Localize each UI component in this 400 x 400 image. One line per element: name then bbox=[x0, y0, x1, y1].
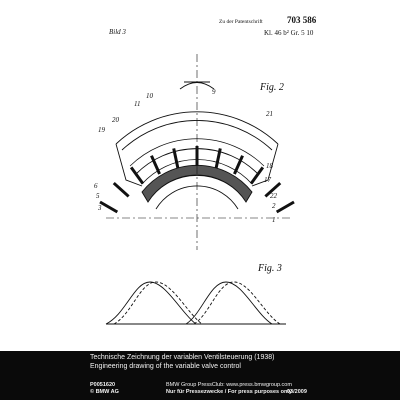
roller bbox=[249, 166, 265, 185]
fig3-label: Fig. 3 bbox=[257, 263, 282, 274]
callout-number: 1 bbox=[272, 216, 276, 224]
roller bbox=[233, 155, 244, 175]
fig2-rollers bbox=[99, 146, 295, 214]
callout-number: 18 bbox=[266, 162, 274, 170]
callout-number: 20 bbox=[112, 116, 120, 124]
callout-number: 6 bbox=[94, 182, 98, 190]
press-only-notice: Nur für Pressezwecke / For press purpose… bbox=[166, 389, 292, 395]
patent-label: Zu der Patentschrift bbox=[219, 19, 263, 25]
roller bbox=[172, 148, 180, 169]
callout-number: 19 bbox=[98, 126, 106, 134]
fig3-drawing bbox=[105, 281, 286, 325]
callout-number: 3 bbox=[97, 204, 102, 212]
callout-number: 9 bbox=[212, 88, 216, 96]
publication-date: 03/2009 bbox=[287, 389, 307, 395]
photo-id: P0051620 bbox=[90, 382, 116, 388]
copyright: © BMW AG bbox=[90, 389, 119, 395]
roller bbox=[275, 200, 295, 214]
roller bbox=[214, 148, 222, 169]
press-caption-bar: Technische Zeichnung der variablen Venti… bbox=[0, 351, 400, 400]
press-club-link[interactable]: BMW Group PressClub: www.press.bmwgroup.… bbox=[166, 382, 292, 388]
roller bbox=[112, 181, 130, 198]
callout-number: 22 bbox=[270, 192, 278, 200]
roller bbox=[99, 200, 119, 214]
bild-label: Bild 3 bbox=[109, 28, 126, 36]
callout-number: 5 bbox=[96, 192, 100, 200]
caption-german: Technische Zeichnung der variablen Venti… bbox=[90, 354, 275, 361]
roller bbox=[150, 155, 161, 175]
fig2-label: Fig. 2 bbox=[259, 82, 284, 93]
patent-class-code: Kl. 46 b² Gr. 5 10 bbox=[264, 29, 314, 37]
callout-number: 21 bbox=[266, 110, 273, 118]
fig2-drawing bbox=[106, 54, 290, 250]
callout-number: 11 bbox=[134, 100, 140, 108]
patent-drawing-sheet: Bild 3 Zu der Patentschrift 703 586 Kl. … bbox=[86, 14, 317, 351]
callout-number: 10 bbox=[146, 92, 154, 100]
caption-english: Engineering drawing of the variable valv… bbox=[90, 363, 241, 370]
callout-number: 17 bbox=[264, 176, 272, 184]
patent-number: 703 586 bbox=[287, 15, 317, 25]
callout-number: 2 bbox=[272, 202, 276, 210]
roller bbox=[264, 181, 282, 198]
roller bbox=[129, 166, 145, 185]
